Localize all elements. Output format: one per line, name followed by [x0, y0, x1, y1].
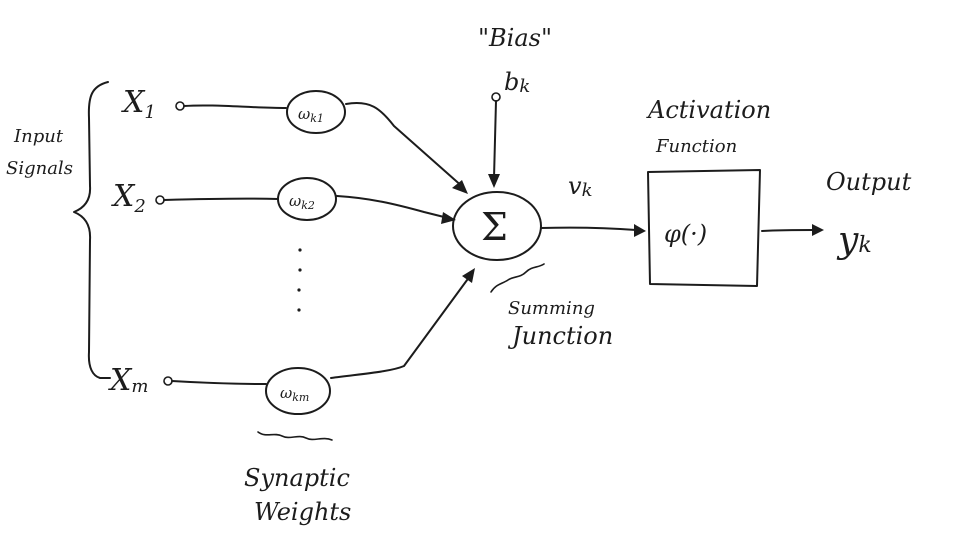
summing-junction-symbol: Σ [481, 205, 508, 249]
ellipsis-dots [297, 248, 302, 312]
input-x1-line [183, 104, 287, 109]
input-signals-label-line1: Input [13, 126, 64, 147]
summing-junction-label-line2: Junction [507, 322, 613, 350]
weight-wk1-label: ωk1 [298, 105, 324, 125]
arrow-wkm-to-sum [330, 275, 471, 379]
summing-junction-circle [452, 191, 542, 261]
synaptic-weights-label-line2: Weights [254, 498, 351, 526]
weight-wk2-circle [277, 177, 337, 221]
summing-junction-underline [490, 263, 545, 293]
arrow-bias-to-sum [493, 100, 497, 179]
summing-junction-label-line1: Summing [508, 298, 595, 319]
weight-wkm-label: ωkm [280, 384, 309, 404]
activation-function-box [647, 169, 761, 287]
bias-symbol: bk [504, 68, 530, 97]
induced-field-label: vk [568, 172, 592, 201]
input-x2-line [163, 197, 279, 201]
output-symbol: yk [836, 220, 872, 261]
activation-function-label-line1: Activation [646, 96, 771, 124]
arrow-activation-to-output [761, 229, 815, 232]
arrow-wk2-to-sum [336, 195, 449, 219]
input-x1-node [175, 101, 185, 111]
arrow-sum-to-activation [540, 226, 637, 231]
activation-function-label-line2: Function [655, 136, 737, 157]
weight-wkm-circle [265, 367, 331, 415]
input-x2-node [155, 195, 165, 205]
weight-wk1-circle [286, 90, 346, 134]
weight-wk2-label: ωk2 [289, 192, 315, 212]
activation-function-symbol: φ(·) [664, 220, 707, 248]
input-xm-line [171, 380, 267, 385]
input-x1-label: X1 [121, 85, 156, 123]
output-label: Output [826, 168, 912, 196]
arrow-wk1-to-sum [345, 102, 465, 189]
bias-node [491, 92, 501, 102]
bias-label: "Bias" [478, 24, 552, 52]
input-signals-label-line2: Signals [6, 158, 73, 179]
input-xm-label: Xm [108, 363, 148, 398]
input-xm-node [163, 376, 173, 386]
input-x2-label: X2 [111, 179, 146, 217]
input-brace [73, 81, 111, 379]
synaptic-weights-label-line1: Synaptic [244, 464, 350, 492]
synaptic-weights-underline [257, 431, 333, 441]
